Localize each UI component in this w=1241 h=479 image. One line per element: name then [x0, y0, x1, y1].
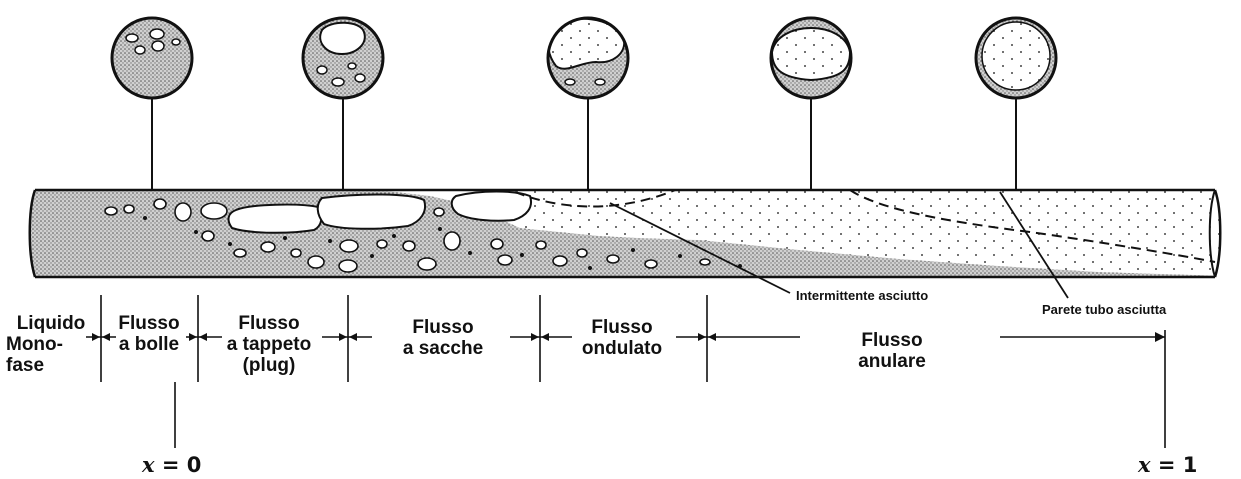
quality-one-label: x = 1 [1138, 452, 1197, 477]
plug-bubble [318, 194, 425, 228]
regime-label-slug: Flusso a sacche [388, 317, 498, 359]
pipe [30, 188, 1230, 280]
intermittent-dry-annotation: Intermittente asciutto [796, 288, 928, 303]
bubbly-cross-section-icon [112, 18, 192, 190]
regime-label-plug: Flusso a tappeto (plug) [214, 313, 324, 376]
plug-bubble [229, 205, 322, 233]
dry-wall-annotation: Parete tubo asciutta [1042, 302, 1166, 317]
quality-zero-label: x = 0 [142, 452, 201, 477]
wavy-cross-section-icon [771, 18, 851, 190]
regime-label-wavy: Flusso ondulato [566, 317, 678, 359]
annular-cross-section-icon [976, 18, 1056, 190]
slug-bubble [452, 192, 531, 221]
regime-label-annular: Flusso anulare [840, 330, 944, 372]
plug-cross-section-icon [303, 18, 383, 190]
regime-label-bubbly: Flusso a bolle [104, 313, 194, 355]
slug-cross-section-icon [548, 18, 628, 190]
regime-label-single-phase: Liquido Mono- fase [6, 313, 96, 376]
